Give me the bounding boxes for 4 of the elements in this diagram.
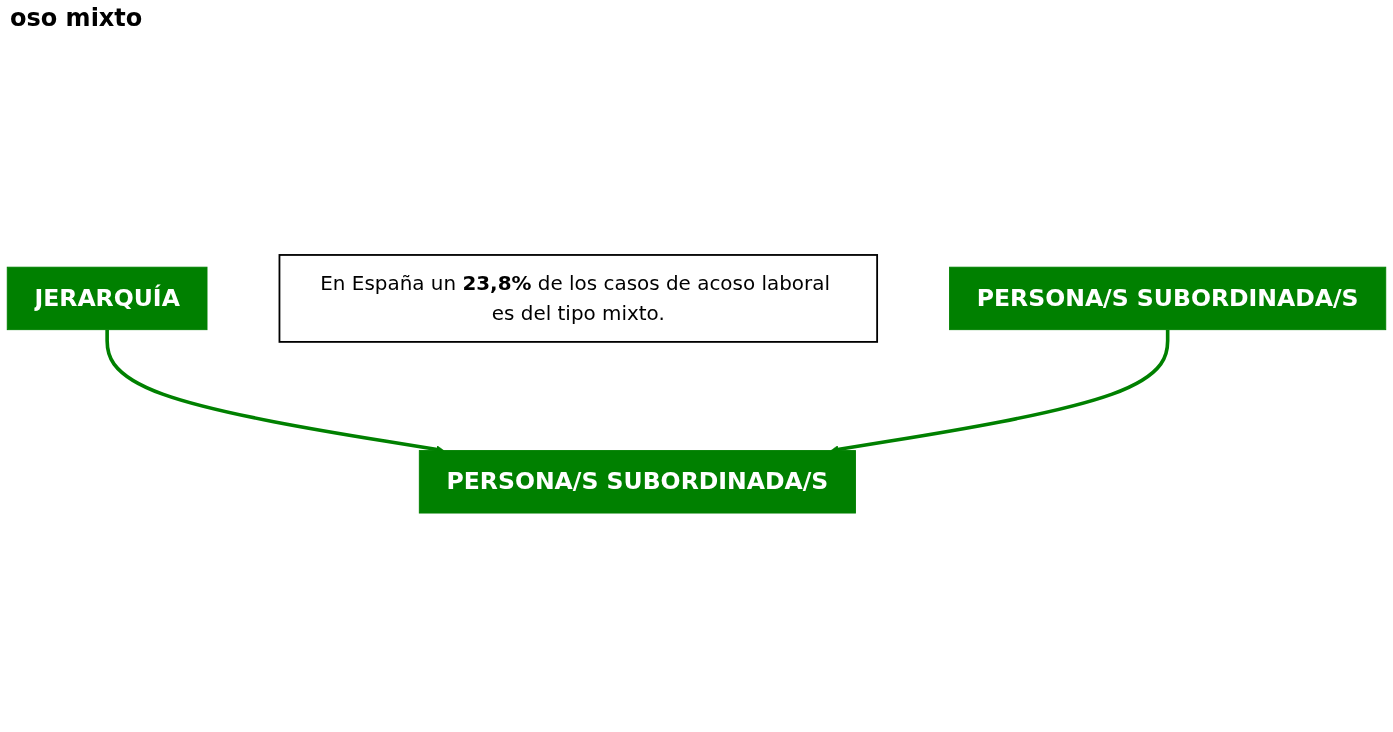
diagram-title: oso mixto [10,4,143,32]
node-box: PERSONA/S SUBORDINADA/S [949,266,1387,331]
node-box: PERSONA/S SUBORDINADA/S [418,450,856,514]
node-box: En España un 23,8% de los casos de acoso laboral es del tipo mixto. [278,254,879,343]
